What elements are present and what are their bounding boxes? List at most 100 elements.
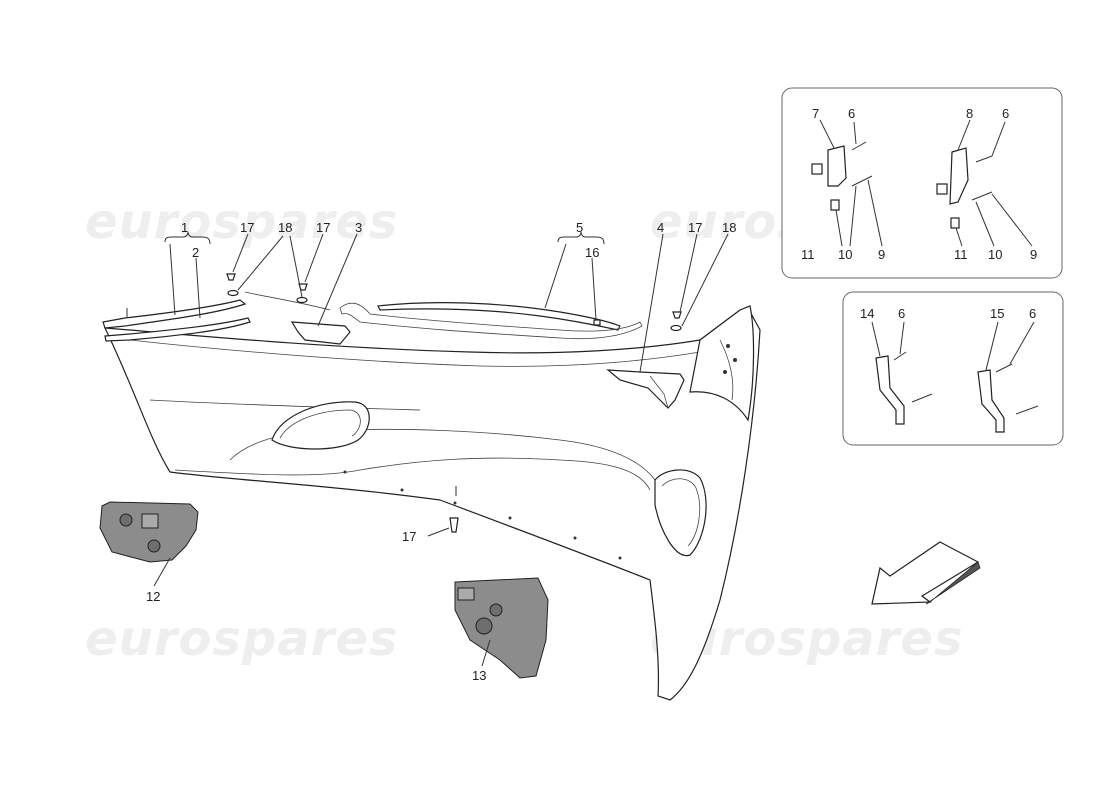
callout-12: 12 (146, 589, 160, 604)
rear-bumper (104, 305, 761, 701)
leader-6b (991, 121, 1006, 157)
callout-box1-7: 7 (812, 106, 819, 121)
callout-13: 13 (472, 668, 486, 683)
leader-17d (427, 527, 450, 537)
bolt-box2b (1015, 405, 1039, 415)
leader-17a (232, 233, 249, 273)
hole (618, 556, 622, 560)
callout-17d: 17 (402, 529, 416, 544)
fasteners (226, 273, 682, 533)
hole (343, 470, 347, 474)
hole (400, 488, 404, 492)
strip-edge-left (244, 291, 331, 311)
detail-box-brackets-14-15: 14 6 15 6 (842, 291, 1064, 446)
callout-17a: 17 (240, 220, 254, 235)
leader-16 (591, 257, 597, 321)
callout-box1-9b: 9 (1030, 247, 1037, 262)
hole (726, 344, 730, 348)
leader-17b (304, 233, 324, 283)
leader-13 (481, 639, 491, 667)
callout-box2-6: 6 (898, 306, 905, 321)
clip-11b (950, 217, 960, 229)
leader-6-box2a (899, 321, 905, 355)
leader-14 (871, 321, 881, 357)
leader-18a (237, 235, 284, 291)
cover-12-hole2 (147, 539, 161, 553)
callout-box2-15: 15 (990, 306, 1004, 321)
callout-box1-10b: 10 (988, 247, 1002, 262)
leader-3 (317, 233, 358, 327)
bolt-box2a (911, 393, 933, 403)
leader-18b (289, 235, 303, 298)
callout-5: 5 (576, 220, 583, 235)
flank-line (719, 339, 734, 401)
callout-3: 3 (355, 220, 362, 235)
hole (723, 370, 727, 374)
leader-17c (679, 233, 698, 313)
callout-box2-14: 14 (860, 306, 874, 321)
callouts-main: 1 2 17 18 17 3 5 16 4 17 18 17 12 13 (146, 220, 736, 683)
callout-box1-11: 11 (801, 247, 815, 262)
direction-arrow (871, 541, 981, 605)
leader-4 (639, 233, 664, 373)
callout-box1-6b: 6 (1002, 106, 1009, 121)
callout-18c: 18 (722, 220, 736, 235)
watermark-top-left: eurospares (85, 194, 399, 250)
left-exhaust-opening (271, 401, 370, 450)
leader-10b (975, 201, 995, 247)
nut-7 (811, 163, 823, 175)
bumper-shell (104, 307, 761, 701)
left-exhaust-inner (279, 409, 361, 439)
right-exhaust-opening (654, 469, 707, 557)
washer-18-right (670, 324, 682, 332)
callout-box2-6b: 6 (1029, 306, 1036, 321)
bolt-6b (975, 155, 993, 163)
bracket-14 (875, 355, 905, 425)
arrow-shadow (925, 561, 981, 605)
leader-6-box2b (1009, 321, 1035, 365)
strip-edge (339, 302, 643, 340)
callout-box1-6: 6 (848, 106, 855, 121)
leader-2 (195, 257, 201, 319)
trim-part-2 (104, 317, 251, 342)
center-strip (244, 291, 643, 340)
callout-1: 1 (181, 220, 188, 235)
bumper-right-flank (689, 305, 755, 422)
hole (573, 536, 577, 540)
callout-17c: 17 (688, 220, 702, 235)
leader-5 (544, 243, 567, 309)
nut-8 (936, 183, 948, 195)
strip-part-5 (377, 302, 621, 331)
leader-9b (991, 193, 1033, 247)
leader-15 (985, 321, 999, 371)
leader-6a (853, 121, 857, 145)
leader-1 (169, 243, 176, 316)
cover-part-13 (454, 577, 549, 679)
cover-part-12 (99, 501, 199, 563)
bolt-9b (971, 191, 993, 201)
leader-11b (955, 227, 963, 247)
cover-13-window (457, 587, 475, 601)
bumper-upper-crease (129, 339, 701, 367)
leader-18c (681, 233, 729, 327)
cover-12-window (141, 513, 159, 529)
leader-9a (867, 179, 883, 247)
callout-2: 2 (192, 245, 199, 260)
brackets (290, 321, 685, 409)
washer-18-left (227, 289, 239, 297)
screw-17-right (672, 311, 682, 319)
bolt-6a (851, 141, 867, 151)
clip-11 (830, 199, 840, 211)
leader-8 (957, 119, 971, 151)
detail-box-brackets-7-8: 7 6 11 10 9 8 6 11 10 9 (781, 87, 1063, 279)
brace-1 (164, 231, 211, 245)
bumper-lower-crease (174, 457, 651, 491)
cover-13-hole2 (475, 617, 493, 635)
callout-box1-9: 9 (878, 247, 885, 262)
leader-7 (819, 119, 835, 149)
direction-arrow-icon (871, 541, 980, 605)
hole (508, 516, 512, 520)
screw-17-left (226, 273, 236, 281)
bolt-6-box2a (893, 351, 907, 361)
